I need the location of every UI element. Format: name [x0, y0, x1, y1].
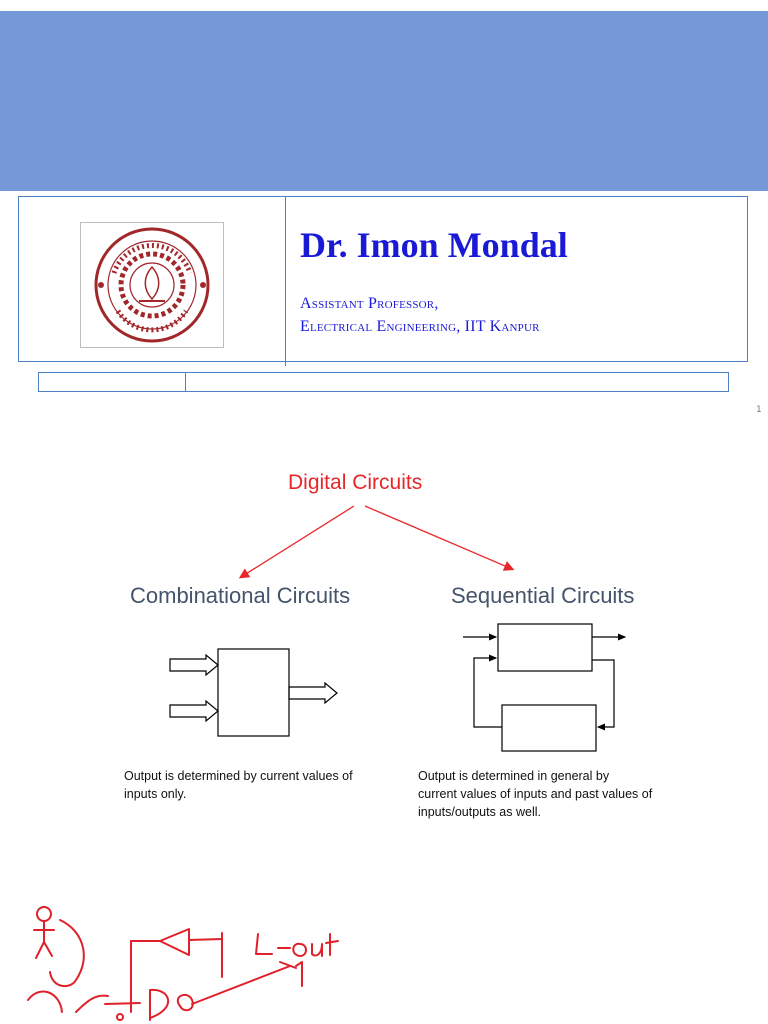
presenter-position: Assistant Professor, — [300, 295, 439, 312]
sequential-title: Sequential Circuits — [451, 583, 635, 608]
sequential-block-diagram — [463, 623, 627, 752]
footer-divider — [185, 372, 186, 392]
combinational-title: Combinational Circuits — [130, 583, 351, 608]
caption-line: inputs only. — [124, 787, 187, 801]
iit-kanpur-logo — [80, 222, 224, 348]
presenter-department: Electrical Engineering, IIT Kanpur — [300, 318, 540, 335]
page-number: 1 — [756, 405, 762, 415]
combinational-caption: Output is determined by current values o… — [124, 767, 394, 803]
seal-icon — [94, 227, 210, 343]
branch-arrow-left — [238, 505, 355, 579]
title-divider — [285, 196, 286, 366]
presenter-name: Dr. Imon Mondal — [300, 225, 568, 265]
handwritten-sketch — [27, 906, 297, 1021]
sequential-caption: Output is determined in general by curre… — [418, 767, 698, 821]
branch-arrow-right — [364, 505, 515, 571]
slide-heading: Digital Circuits — [288, 471, 423, 494]
title-banner — [0, 11, 768, 191]
caption-line: Output is determined by current values o… — [124, 769, 353, 783]
caption-line: Output is determined in general by — [418, 769, 610, 783]
caption-line: current values of inputs and past values… — [418, 787, 653, 801]
caption-line: inputs/outputs as well. — [418, 805, 541, 819]
footer-bar — [38, 372, 729, 392]
handwritten-label — [255, 933, 339, 987]
combinational-block-diagram — [169, 648, 338, 737]
